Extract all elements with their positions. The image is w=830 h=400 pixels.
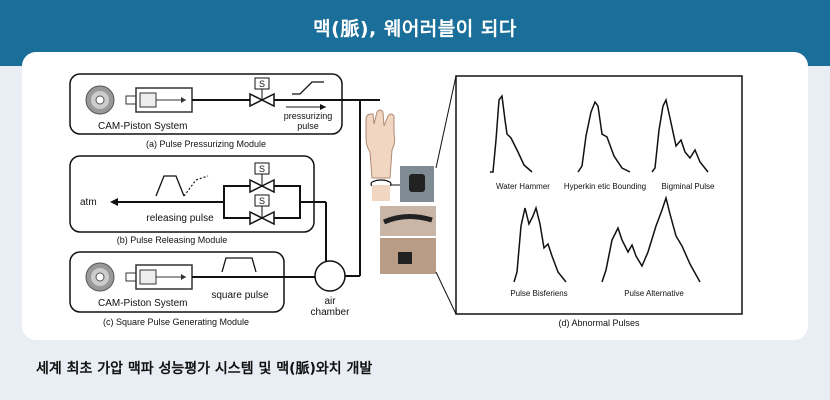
module-a-box	[69, 73, 343, 135]
releasing-waveform	[155, 175, 185, 197]
panel-d-caption: (d) Abnormal Pulses	[558, 318, 640, 328]
piston-icon	[125, 87, 193, 113]
module-b-signal-label: releasing pulse	[146, 213, 214, 224]
hand-illustration	[365, 109, 396, 201]
module-b-box	[69, 155, 315, 233]
alternans-waveform	[601, 195, 701, 283]
pulse-label-bisferiens: Pulse Bisferiens	[510, 289, 567, 298]
valve-icon: S	[249, 77, 275, 108]
cam-disc-icon-c	[85, 262, 115, 292]
air-chamber-label: air	[324, 296, 336, 307]
cam-disc-icon	[85, 85, 115, 115]
svg-text:S: S	[259, 79, 265, 89]
module-a-signal-label-2: pulse	[297, 121, 319, 131]
module-c-box	[69, 251, 285, 313]
valve-top-icon: S	[249, 162, 275, 194]
page-title: 맥(脈), 웨어러블이 되다	[313, 18, 517, 40]
footer-caption: 세계 최초 가압 맥파 성능평가 시스템 및 맥(脈)와치 개발	[36, 361, 373, 377]
piston-icon-c	[125, 264, 193, 290]
bounding-waveform	[577, 100, 631, 173]
pulse-label-bounding: Hyperkin etic Bounding	[564, 182, 646, 191]
air-chamber-icon	[314, 260, 346, 292]
svg-text:S: S	[259, 196, 265, 206]
pulse-label-alternative: Pulse Alternative	[624, 289, 684, 298]
water-hammer-waveform	[490, 94, 533, 173]
module-a-signal-label: pressurizing	[284, 111, 333, 121]
bigeminal-waveform	[651, 97, 709, 173]
module-c-system-label: CAM-Piston System	[98, 298, 187, 309]
pulse-label-water-hammer: Water Hammer	[496, 182, 550, 191]
air-chamber-label-2: chamber	[311, 307, 351, 318]
bisferiens-waveform	[513, 205, 567, 283]
module-c-caption: (c) Square Pulse Generating Module	[103, 317, 249, 327]
module-b-caption: (b) Pulse Releasing Module	[117, 235, 228, 245]
module-a-caption: (a) Pulse Pressurizing Module	[146, 139, 266, 149]
pressurizing-waveform	[292, 81, 324, 95]
footer-bar	[0, 340, 830, 400]
module-c-signal-label: square pulse	[211, 290, 269, 301]
atm-label: atm	[80, 197, 97, 208]
svg-text:S: S	[259, 164, 265, 174]
square-waveform	[221, 257, 257, 273]
pulse-label-bigeminal: Bigminal Pulse	[662, 182, 715, 191]
module-a-system-label: CAM-Piston System	[98, 121, 187, 132]
valve-bottom-icon: S	[249, 194, 275, 226]
